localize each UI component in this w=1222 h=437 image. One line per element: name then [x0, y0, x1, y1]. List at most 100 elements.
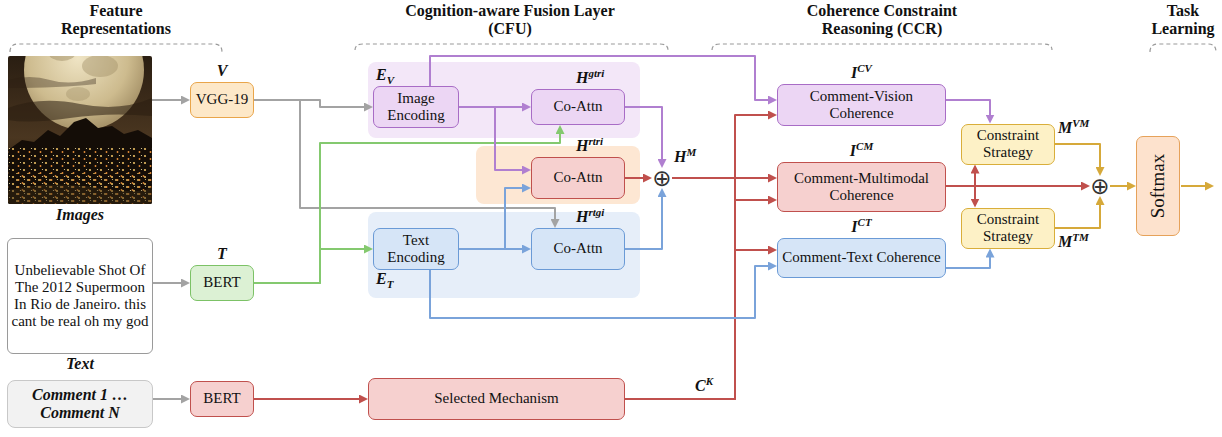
- node-heading: ET: [376, 270, 393, 289]
- comments-box: Comment 1 … Comment N: [7, 380, 153, 428]
- symbol-index: TM: [1072, 231, 1089, 243]
- connector-arrow: [459, 107, 527, 170]
- symbol-base: M: [1058, 233, 1072, 250]
- symbol-index: T: [387, 278, 394, 290]
- text-box: Unbelievable Shot Of The 2012 Supermoon …: [7, 238, 153, 354]
- connector-arrow: [254, 398, 364, 400]
- node-label: BERT: [203, 390, 240, 407]
- connector-arrow: [625, 250, 773, 399]
- node-heading: T: [171, 245, 273, 263]
- section-bracket: [355, 44, 668, 50]
- node-label: Unbelievable Shot Of The 2012 Supermoon …: [11, 262, 149, 331]
- connector-arrow: [946, 169, 975, 187]
- connector-arrow: [946, 186, 975, 204]
- fusion-panel: [368, 62, 640, 138]
- symbol-base: E: [376, 270, 387, 287]
- symbol-base: E: [376, 66, 387, 83]
- coattn-box: HgtriCo-Attn: [531, 89, 625, 125]
- node-label: Constraint Strategy: [965, 127, 1051, 162]
- node-label: ⊕: [652, 168, 671, 188]
- symbol-base: H: [576, 137, 588, 154]
- symbol-index: rtgi: [588, 206, 604, 218]
- symbol-index: CV: [857, 62, 872, 74]
- sum-node: ⊕: [1090, 176, 1110, 196]
- connector-arrow: [946, 100, 990, 120]
- photo-node: Images: [8, 56, 152, 204]
- node-label: Softmax: [1147, 154, 1169, 218]
- symbol-index: K: [706, 375, 713, 387]
- node-heading: Hrtri: [576, 137, 603, 156]
- connector-arrow: [254, 129, 560, 283]
- connector-arrow: [254, 100, 369, 107]
- node-heading: Hrtgi: [576, 208, 604, 227]
- section-title: Task Learning: [1146, 2, 1220, 39]
- photo-cloud: [8, 77, 96, 88]
- section-title: Cognition-aware Fusion Layer (CFU): [405, 2, 615, 39]
- connector-arrow: [625, 200, 773, 399]
- section-title: Feature Representations: [41, 2, 191, 39]
- symbol-base: H: [674, 148, 686, 165]
- symbol-base: H: [576, 208, 588, 225]
- node-label: Image Encoding: [377, 90, 455, 125]
- photo-shore: [8, 184, 152, 204]
- coherence-box: ICVComment-Vision Coherence: [777, 84, 946, 126]
- node-label: Co-Attn: [553, 240, 602, 257]
- node-heading: ICT: [758, 218, 965, 237]
- node-heading: ICV: [758, 64, 965, 83]
- symbol-base: I: [851, 64, 857, 81]
- node-heading: ICM: [758, 142, 965, 161]
- moon-crater: [66, 87, 90, 101]
- node-label: BERT: [203, 274, 240, 291]
- selector-box: Selected Mechanism: [368, 378, 625, 420]
- bert-box: TBERT: [190, 265, 254, 301]
- connector-arrow: [625, 192, 662, 249]
- symbol-base: M: [1058, 119, 1072, 136]
- connector-arrow: [153, 282, 186, 284]
- node-label: Comment-Vision Coherence: [781, 88, 942, 123]
- encoder-box: EVImage Encoding: [373, 86, 459, 128]
- symbol-index: gtri: [588, 67, 604, 79]
- node-label: Comment 1 … Comment N: [11, 386, 149, 423]
- connector-arrow: [625, 107, 662, 164]
- node-label: Co-Attn: [553, 169, 602, 186]
- symbol-index: CM: [856, 140, 873, 152]
- node-heading: EV: [376, 66, 394, 85]
- coherence-box: ICTComment-Text Coherence: [777, 238, 946, 278]
- section-bracket: [712, 44, 1052, 50]
- node-label: Selected Mechanism: [434, 390, 559, 407]
- moon-crater: [82, 56, 118, 77]
- section-bracket: [10, 44, 222, 52]
- symbol-index: CT: [858, 216, 872, 228]
- node-label: ⊕: [1090, 176, 1109, 196]
- softmax-box: Softmax: [1136, 136, 1180, 236]
- coherence-box: ICMComment-Multimodal Coherence: [777, 162, 946, 212]
- node-label: Comment-Text Coherence: [782, 249, 940, 266]
- symbol-base: I: [850, 142, 856, 159]
- encoder-box: Text EncodingET: [373, 228, 459, 270]
- connector-arrow: [625, 177, 648, 179]
- connector-arrow: [1055, 144, 1100, 172]
- edge-label: CK: [694, 377, 714, 396]
- node-label: Constraint Strategy: [965, 211, 1051, 246]
- node-label: Co-Attn: [553, 98, 602, 115]
- symbol-index: V: [387, 74, 394, 86]
- coattn-box: HrtriCo-Attn: [531, 157, 625, 199]
- supermoon-photo: [8, 56, 152, 204]
- node-heading: Text: [0, 355, 164, 373]
- node-heading: MTM: [1058, 233, 1089, 252]
- photo-cloud: [8, 98, 152, 122]
- connector-arrow: [1110, 185, 1132, 187]
- connector-arrow: [430, 266, 773, 318]
- connector-arrow: [153, 398, 186, 400]
- output-arrow: [1181, 185, 1210, 187]
- moon-crater: [48, 56, 76, 61]
- connector-arrow: [152, 99, 186, 101]
- symbol-index: M: [686, 146, 696, 158]
- connector-arrow: [459, 188, 527, 249]
- strategy-box: Constraint StrategyMVM: [961, 124, 1055, 165]
- node-heading: Hgtri: [576, 69, 604, 88]
- coattn-box: HrtgiCo-Attn: [531, 228, 625, 270]
- vgg-box: VVGG-19: [190, 82, 254, 118]
- connector-arrow: [459, 248, 527, 250]
